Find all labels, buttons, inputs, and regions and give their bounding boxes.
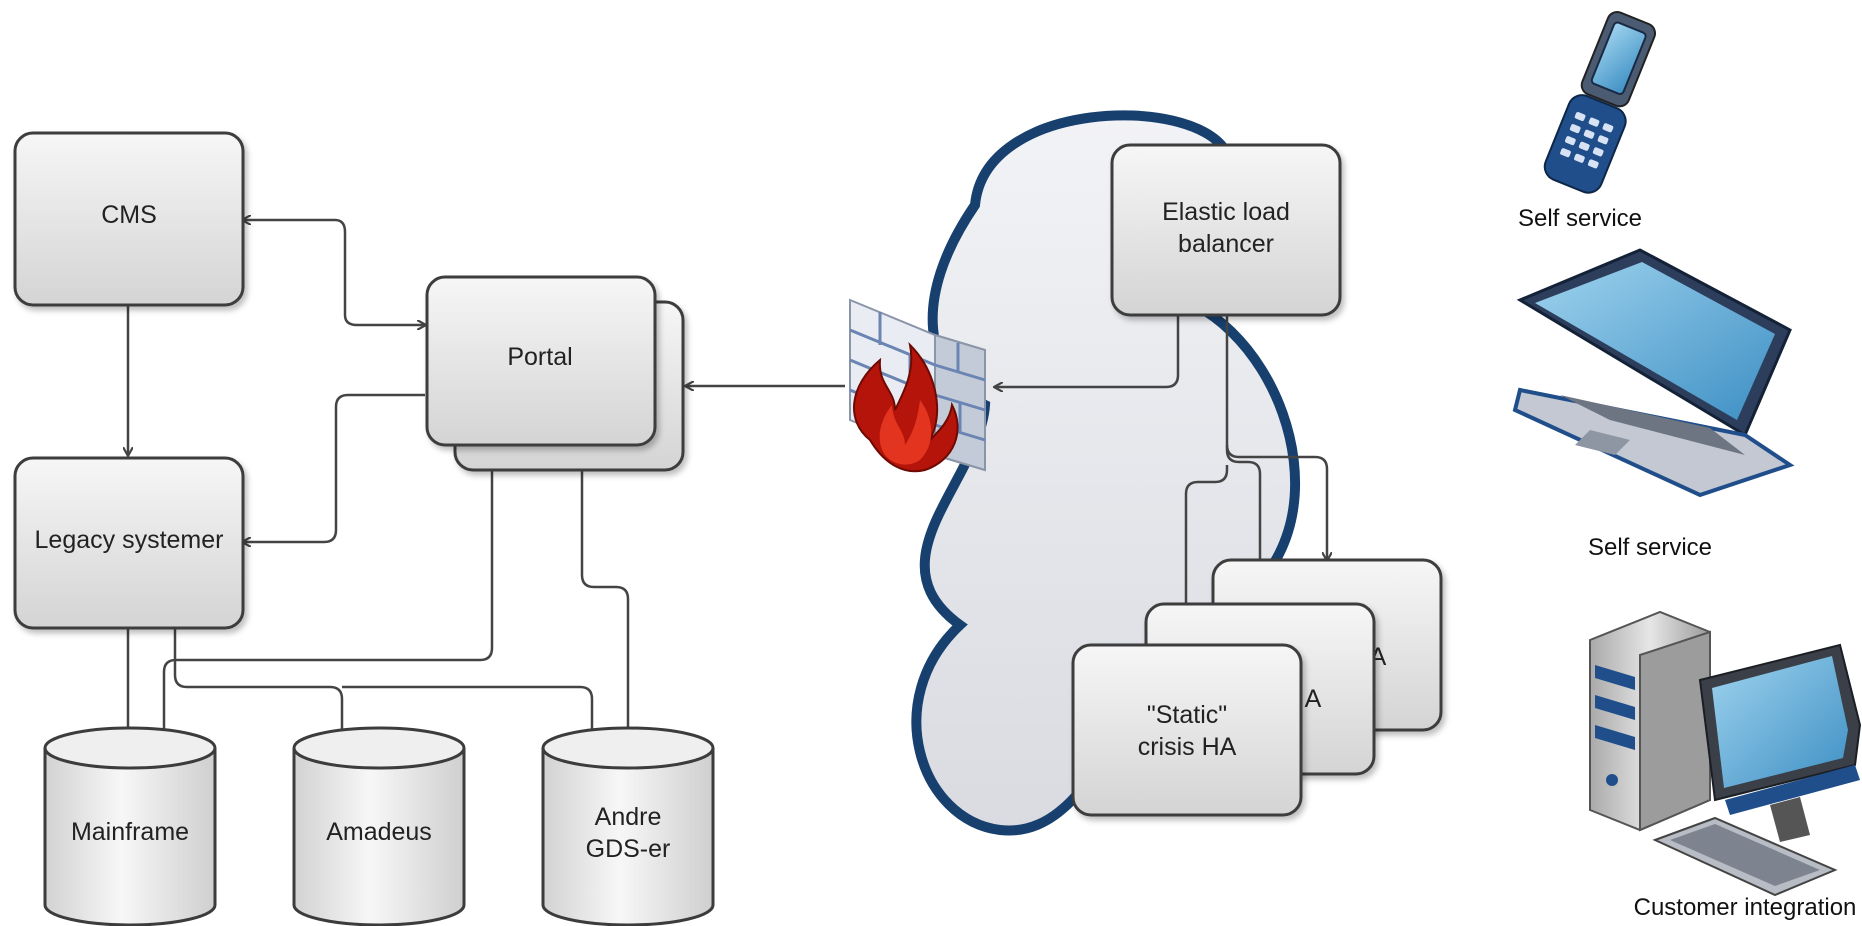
portal-node: Portal <box>425 275 685 472</box>
legacy-label: Legacy systemer <box>35 526 224 554</box>
amadeus-database: Amadeus <box>292 726 466 926</box>
portal-label: Portal <box>507 343 572 371</box>
elb-ha-connector-2 <box>1225 445 1260 602</box>
desktop-computer-icon: Customer integration <box>1589 610 1862 921</box>
ha-instance-2-label: A <box>1305 685 1322 713</box>
elb-label-line2: balancer <box>1178 230 1274 258</box>
connectors <box>128 220 1327 748</box>
cms-label: CMS <box>101 201 157 229</box>
laptop-icon: Self service <box>1512 248 1795 561</box>
static-label-line2: crisis HA <box>1138 733 1237 761</box>
mainframe-label: Mainframe <box>71 818 189 846</box>
amadeus-label: Amadeus <box>326 818 432 846</box>
elb-firewall-connector <box>995 315 1180 387</box>
elb-ha-connector-3 <box>1186 465 1229 642</box>
firewall-icon <box>849 298 986 473</box>
laptop-label: Self service <box>1588 534 1712 561</box>
andre-gds-database: Andre GDS-er <box>541 726 715 926</box>
desktop-label: Customer integration <box>1634 894 1857 921</box>
portal-legacy-connector <box>243 393 425 542</box>
legacy-systemer-node: Legacy systemer <box>13 456 245 630</box>
elb-label-line1: Elastic load <box>1162 198 1290 226</box>
legacy-andre-connector <box>342 685 592 748</box>
static-label-line1: "Static" <box>1147 701 1227 729</box>
portal-andre-connector <box>580 445 628 748</box>
legacy-amadeus-connector <box>173 628 342 748</box>
ha-instance-stack: A A "Static" crisis HA <box>1071 558 1443 817</box>
elastic-load-balancer-node: Elastic load balancer <box>1110 143 1342 317</box>
mainframe-database: Mainframe <box>43 726 217 926</box>
andre-label-line2: GDS-er <box>586 835 671 863</box>
mobile-phone-icon: Self service <box>1518 11 1657 232</box>
cms-node: CMS <box>13 131 245 307</box>
portal-mainframe-connector <box>164 445 494 748</box>
andre-label-line1: Andre <box>595 803 662 831</box>
phone-label: Self service <box>1518 205 1642 232</box>
